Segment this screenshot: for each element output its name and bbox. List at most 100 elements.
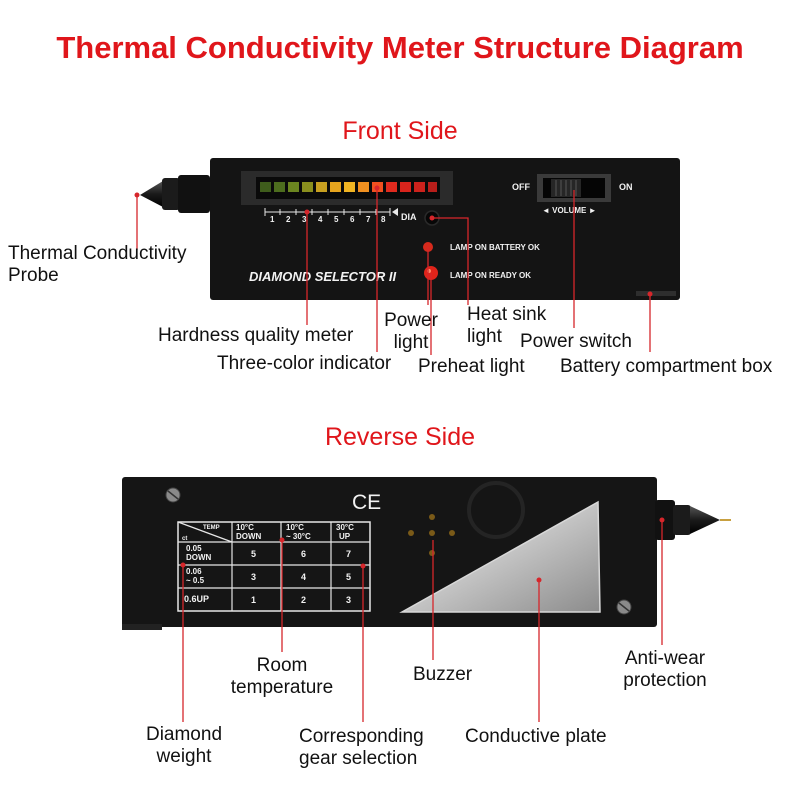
scale-number: 1 (270, 215, 275, 224)
reverse-pointer-lines (182, 520, 663, 722)
anti-wear-label-line1: Anti-wear (624, 648, 706, 669)
diamond-weight-label-line1: Diamond (145, 724, 223, 745)
ce-mark: CE (352, 491, 381, 514)
probe-label: Thermal Conductivity Probe (8, 243, 186, 287)
volume-label: ◄ VOLUME ► (542, 206, 597, 215)
table-cell: 3 (251, 572, 256, 582)
lamp-ready-label: LAMP ON READY OK (450, 271, 531, 280)
scale-number: 3 (302, 215, 307, 224)
room-temp-label-line1: Room (256, 655, 308, 676)
scale-number: 8 (381, 215, 386, 224)
diamond-weight-label: Diamond weight (132, 724, 236, 768)
meter-led-bars (260, 182, 437, 192)
reverse-side-title: Reverse Side (324, 423, 476, 451)
lamp-battery-label: LAMP ON BATTERY OK (450, 243, 540, 252)
diamond-weight-label-line2: weight (156, 746, 212, 767)
table-cell: 7 (346, 549, 351, 559)
anti-wear-label-line2: protection (623, 670, 707, 691)
table-cell: 1 (251, 595, 256, 605)
led-bar (302, 182, 313, 192)
led-bar (316, 182, 327, 192)
reverse-device: CE (122, 477, 731, 630)
led-bar (414, 182, 425, 192)
led-bar (330, 182, 341, 192)
led-bar (344, 182, 355, 192)
led-bar (358, 182, 369, 192)
led-bar (288, 182, 299, 192)
buzzer-label: Buzzer (413, 664, 473, 685)
row-header-line1: 0.05 (186, 544, 202, 553)
preheat-light-label: Preheat light (418, 356, 525, 377)
power-light-label-line2: light (393, 332, 429, 353)
scale-number: 4 (318, 215, 323, 224)
power-light-label-line1: Power (384, 310, 438, 331)
table-grid (177, 521, 370, 611)
col-header-line1: 10°C (236, 523, 254, 532)
switch-off-label: OFF (512, 182, 530, 192)
scale-number: 7 (366, 215, 371, 224)
table-cell: 5 (251, 549, 256, 559)
front-probe-grip (178, 175, 210, 213)
reverse-probe-collar (673, 505, 691, 535)
table-cell: 3 (346, 595, 351, 605)
switch-on-label: ON (619, 182, 633, 192)
gear-selection-label: Corresponding gear selection (299, 726, 424, 770)
table-cell: 2 (301, 595, 306, 605)
scale-ticks (264, 208, 391, 216)
diagram-title: Thermal Conductivity Meter Structure Dia… (56, 30, 744, 65)
table-border (177, 521, 371, 612)
embossed-logo-icon (467, 481, 525, 539)
heat-sink-light-label: Heat sink light (467, 304, 546, 348)
gear-table: TEMP ct 10°C DOWN 10°C ~ 30°C 30°C UP 0.… (177, 521, 371, 612)
row-header-line1: 0.6UP (184, 594, 209, 604)
front-pointer-lines (136, 188, 651, 355)
scale-end-label: DIA (401, 212, 417, 222)
scale-number: 6 (350, 215, 355, 224)
table-corner-bottom: ct (182, 536, 187, 542)
hardness-meter-label: Hardness quality meter (158, 325, 354, 346)
table-text: TEMP ct 10°C DOWN 10°C ~ 30°C 30°C UP 0.… (182, 523, 354, 605)
led-bar (274, 182, 285, 192)
battery-compartment-label: Battery compartment box (560, 356, 773, 377)
reverse-foot (122, 624, 162, 630)
front-pointer-dots (134, 185, 653, 297)
col-header-line1: 10°C (286, 523, 304, 532)
front-probe-collar (162, 178, 180, 210)
front-side-title: Front Side (342, 117, 458, 145)
probe-label-line1: Thermal Conductivity (8, 243, 187, 264)
gear-label-line2: gear selection (299, 748, 418, 769)
row-header-line1: 0.06 (186, 567, 202, 576)
row-header-line2: ~ 0.5 (186, 576, 205, 585)
row-header-line2: DOWN (186, 553, 212, 562)
anti-wear-label: Anti-wear protection (612, 648, 718, 692)
scale-number: 5 (334, 215, 339, 224)
brand-label: DIAMOND SELECTOR II (249, 269, 396, 284)
led-bar (260, 182, 271, 192)
reverse-probe-grip (655, 500, 675, 540)
led-bar (400, 182, 411, 192)
table-cell: 6 (301, 549, 306, 559)
battery-compartment (636, 291, 676, 296)
room-temperature-label: Room temperature (222, 655, 342, 699)
conductive-plate (399, 500, 601, 613)
heat-sink-label-line1: Heat sink (467, 304, 547, 325)
col-header-line2: UP (339, 532, 351, 541)
gear-label-line1: Corresponding (299, 726, 424, 747)
scale-numbers: 1 2 3 4 5 6 7 8 (270, 215, 386, 224)
col-header-line1: 30°C (336, 523, 354, 532)
room-temp-label-line2: temperature (230, 677, 334, 698)
led-bar (428, 182, 437, 192)
power-light-label: Power light (378, 310, 444, 354)
table-corner-top: TEMP (203, 525, 220, 531)
table-cell: 4 (301, 572, 306, 582)
heat-sink-label-line2: light (467, 326, 502, 347)
col-header-line2: ~ 30°C (286, 532, 311, 541)
power-switch-label: Power switch (520, 331, 632, 352)
reverse-probe-cone (690, 506, 720, 534)
front-device: 1 2 3 4 5 6 7 8 DIA LAMP ON BATTERY OK L… (140, 158, 680, 300)
led-bar (386, 182, 397, 192)
switch-knob-ridges (555, 180, 577, 196)
scale-number: 2 (286, 215, 291, 224)
reverse-pointer-dots (180, 517, 665, 583)
